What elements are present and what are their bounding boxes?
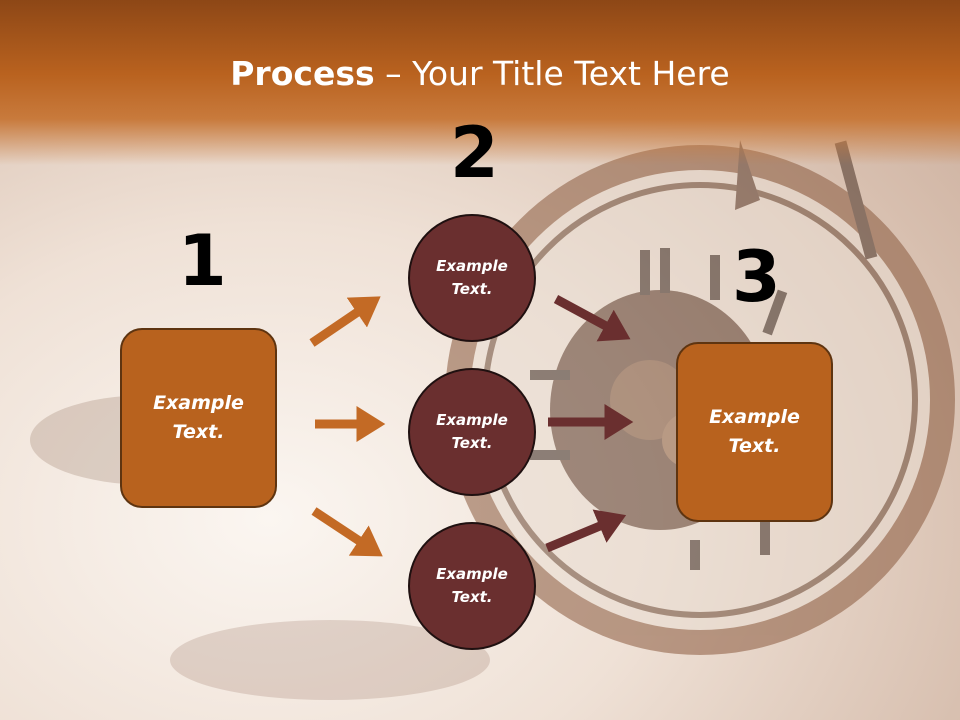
step-number-3: 3 (732, 236, 781, 318)
step-number-2: 2 (450, 112, 499, 194)
step3-box: Example Text. (676, 342, 833, 522)
step-number-1: 1 (178, 220, 227, 302)
step2-circle-bottom: Example Text. (408, 522, 536, 650)
step3-label: Example Text. (709, 406, 800, 457)
step2-circle-top: Example Text. (408, 214, 536, 342)
title-rest: – Your Title Text Here (374, 54, 730, 93)
step2-label-top: Example Text. (436, 257, 508, 298)
arrow-2c-to-3 (545, 509, 627, 553)
title-bold: Process (230, 54, 375, 93)
arrow-1-to-2a (309, 296, 381, 347)
arrow-2a-to-3 (553, 295, 631, 342)
step1-box: Example Text. (120, 328, 277, 508)
arrow-1-to-2c (311, 507, 383, 557)
page-title: Process – Your Title Text Here (0, 54, 960, 94)
step2-label-middle: Example Text. (436, 411, 508, 452)
step1-label: Example Text. (153, 392, 244, 443)
header-band (0, 0, 960, 165)
step2-label-bottom: Example Text. (436, 565, 508, 606)
step2-circle-middle: Example Text. (408, 368, 536, 496)
